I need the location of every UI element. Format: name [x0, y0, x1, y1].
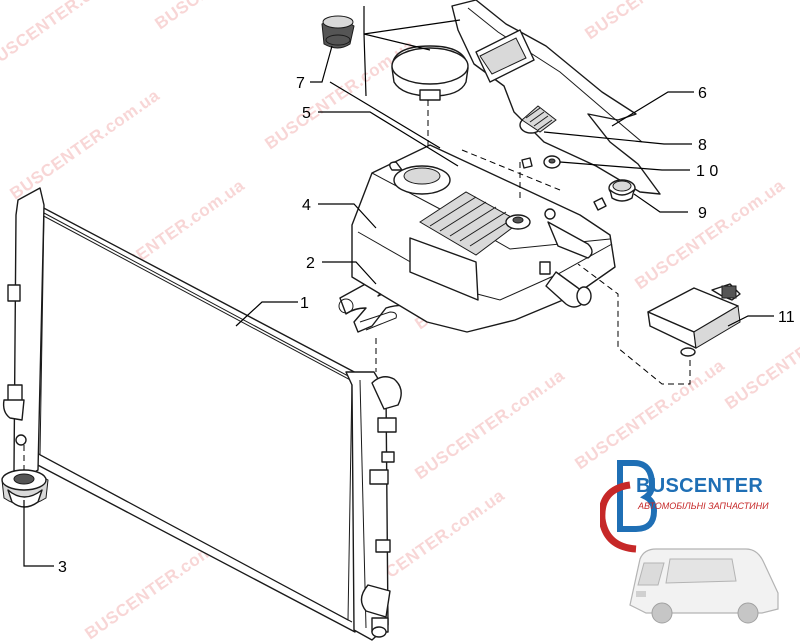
- expansion-tank: [351, 144, 616, 333]
- callout-10: 1 0: [696, 163, 718, 180]
- callout-9: 9: [698, 205, 707, 222]
- watermark-text: BUSCENTER.com.ua: [411, 366, 568, 484]
- watermark-text: BUSCENTER.com.ua: [581, 0, 738, 43]
- rubber-mount: [1, 445, 49, 508]
- callout-6: 6: [698, 85, 707, 102]
- watermark-text: BUSCENTER.com.ua: [151, 0, 308, 33]
- sealing-washer: [543, 155, 561, 169]
- callout-5: 5: [302, 105, 311, 122]
- callout-3: 3: [58, 559, 67, 576]
- callout-8: 8: [698, 137, 707, 154]
- mounting-bracket: [451, 0, 661, 195]
- radiator: [2, 187, 402, 641]
- callout-1: 1: [300, 295, 309, 312]
- callout-labels: 1 2 3 4 5 6 7 8 9 1 0 11: [58, 75, 795, 576]
- bus-icon: [629, 548, 779, 624]
- grommet: [608, 179, 636, 202]
- rubber-plug: [321, 15, 355, 49]
- control-module: [577, 263, 741, 385]
- buscenter-logo: BUSCENTER АВТОМОБІЛЬНІ ЗАПЧАСТИНИ: [598, 455, 795, 635]
- callout-11: 11: [778, 309, 795, 326]
- watermark-text: BUSCENTER.com.ua: [261, 36, 418, 154]
- callout-7: 7: [296, 75, 305, 92]
- leader-lines: [23, 6, 774, 567]
- filler-cap: [391, 45, 469, 150]
- callout-2: 2: [306, 255, 315, 272]
- callout-4: 4: [302, 197, 311, 214]
- logo-name: BUSCENTER: [636, 475, 764, 497]
- watermark-text: BUSCENTER.com.ua: [0, 0, 138, 73]
- level-sensor: [519, 105, 557, 134]
- logo-emblem: [598, 460, 779, 624]
- logo-tagline: АВТОМОБІЛЬНІ ЗАПЧАСТИНИ: [638, 501, 769, 511]
- watermark-text: BUSCENTER.com.ua: [6, 86, 163, 204]
